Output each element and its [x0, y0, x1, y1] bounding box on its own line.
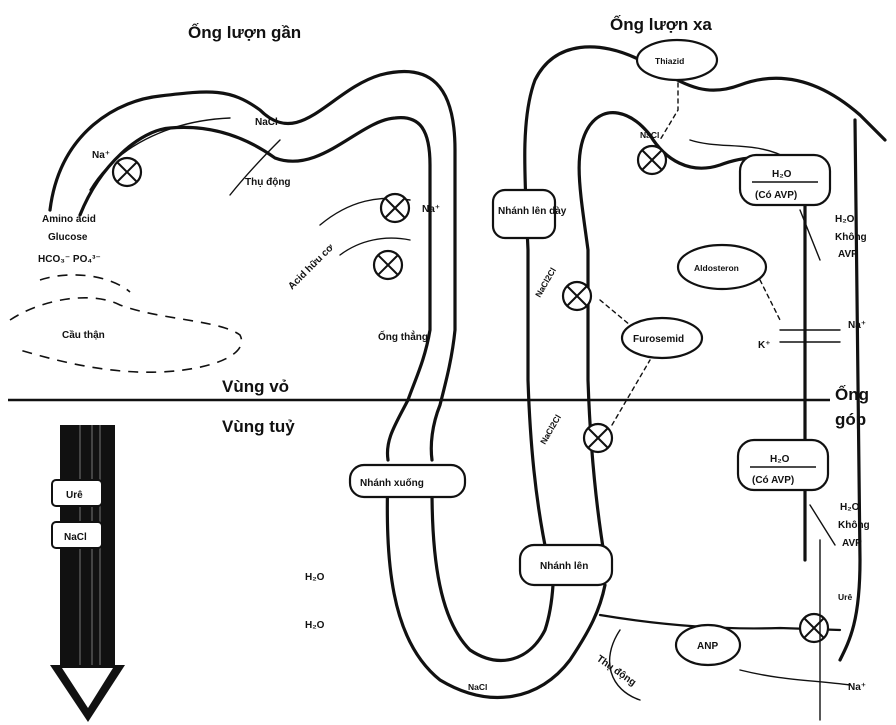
na-proximal-out: Na⁺ — [422, 204, 440, 215]
h2o-loop-1: H₂O — [305, 572, 325, 583]
aldosterone-label: Aldosteron — [694, 263, 739, 273]
nacl-loop: NaCl — [468, 682, 487, 692]
na-pump-proximal-1 — [113, 158, 141, 186]
passive-proximal: Thụ động — [245, 177, 291, 188]
nacl-distal: NaCl — [640, 130, 659, 140]
no-avp-top-2: AVP — [838, 249, 858, 260]
glomerulus-label: Cầu thận — [62, 329, 105, 341]
acid-pump-proximal — [374, 251, 402, 279]
no-avp-bottom-2: AVP — [842, 538, 862, 549]
h2o-avp-bottom: H₂O — [770, 454, 790, 465]
nacl-ascending-1: NaCl2Cl — [533, 266, 558, 299]
thick-ascending-label: Nhánh lên dày — [498, 206, 567, 217]
cortex-label: Vùng vỏ — [222, 377, 289, 396]
glomerulus — [10, 275, 242, 372]
h2o-noavp-bottom: H₂O — [840, 502, 860, 513]
straight-tubule-label: Ống thẳng — [378, 329, 428, 343]
medulla-label: Vùng tuỷ — [222, 417, 295, 436]
distal-title: Ống lượn xa — [610, 14, 712, 34]
nacl-pump-distal — [638, 146, 666, 174]
solutes-3: HCO₃⁻ PO₄³⁻ — [38, 254, 101, 265]
avp-yes-bottom: (Có AVP) — [752, 475, 794, 486]
furosemide-label: Furosemid — [633, 334, 684, 345]
solutes-1: Amino acid — [42, 214, 96, 225]
collecting-title-1: Ống — [835, 384, 869, 404]
na-collecting: Na⁺ — [848, 682, 866, 693]
proximal-title: Ống lượn gần — [188, 22, 301, 42]
nacl-pump-ascending-2 — [584, 424, 612, 452]
urea-collecting: Urê — [838, 592, 852, 602]
gradient-nacl: NaCl — [64, 532, 87, 543]
descending-limb-label: Nhánh xuống — [360, 477, 424, 489]
k-distal: K⁺ — [758, 340, 771, 351]
thiazide-label: Thiazid — [655, 56, 684, 66]
h2o-noavp-top: H₂O — [835, 214, 855, 225]
urea-pump-collecting — [800, 614, 828, 642]
h2o-avp-top: H₂O — [772, 169, 792, 180]
gradient-urea: Urê — [66, 490, 83, 501]
na-proximal-in: Na⁺ — [92, 150, 110, 161]
no-avp-bottom-1: Không — [838, 520, 870, 531]
avp-yes-top: (Có AVP) — [755, 190, 797, 201]
collecting-title-2: góp — [835, 410, 866, 429]
ascending-limb-label: Nhánh lên — [540, 561, 588, 572]
nacl-pump-ascending-1 — [563, 282, 591, 310]
no-avp-top-1: Không — [835, 232, 867, 243]
organic-acid-label: Acid hữu cơ — [286, 242, 336, 292]
nacl-ascending-2: NaCl2Cl — [538, 413, 563, 446]
h2o-loop-2: H₂O — [305, 620, 325, 631]
na-pump-proximal-2 — [381, 194, 409, 222]
anp-label: ANP — [697, 641, 718, 652]
gradient-arrow — [50, 425, 125, 722]
nacl-proximal: NaCl — [255, 117, 278, 128]
solutes-2: Glucose — [48, 232, 88, 243]
na-distal: Na⁺ — [848, 320, 866, 331]
